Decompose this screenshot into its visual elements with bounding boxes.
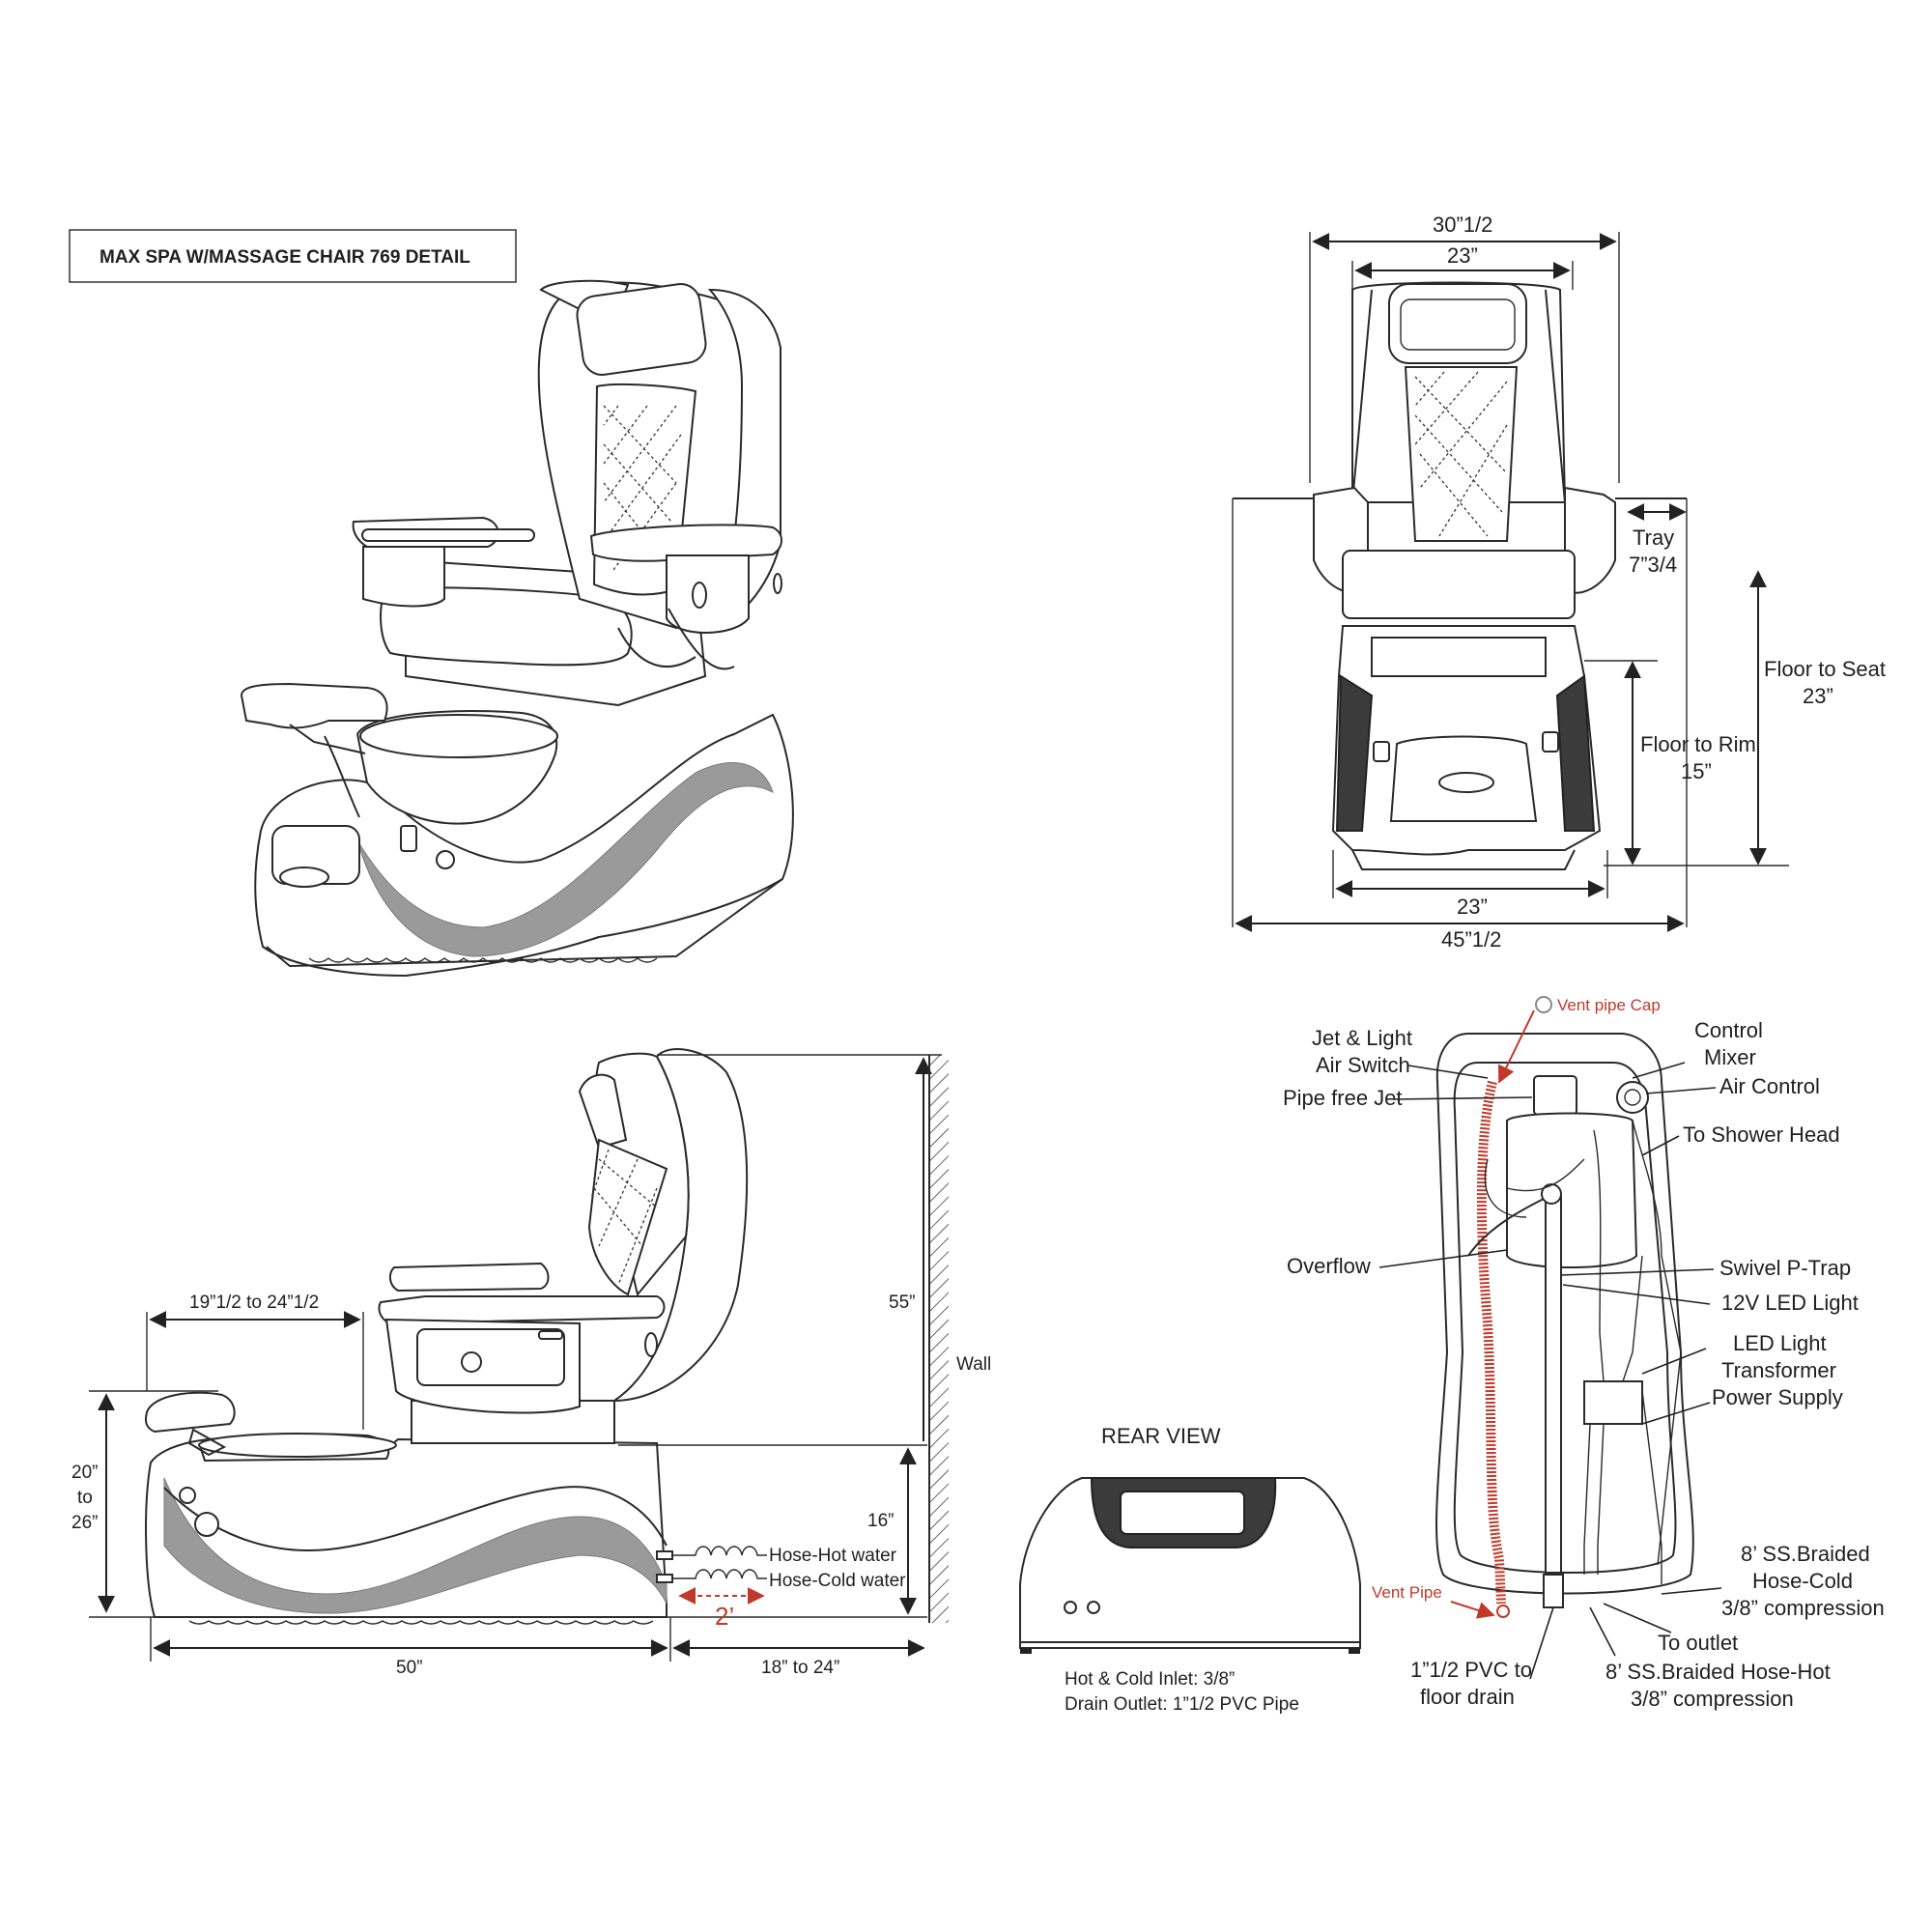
rear-drain-label: Drain Outlet: 1”1/2 PVC Pipe (1065, 1694, 1299, 1715)
to-shower-head-label: To Shower Head (1683, 1122, 1840, 1147)
floor-to-rim-label: Floor to Rim (1640, 732, 1756, 756)
base-width-label: 23” (1457, 895, 1488, 919)
rear-view-title: REAR VIEW (1101, 1424, 1221, 1448)
front-view: 30”1/2 23” Tray (1232, 213, 1886, 952)
vent-pipe-label: Vent Pipe (1372, 1583, 1442, 1602)
overall-width-label: 30”1/2 (1433, 213, 1492, 237)
rear-inlet-label: Hot & Cold Inlet: 3/8” (1065, 1669, 1235, 1690)
wall-hatch (929, 1055, 949, 1623)
footrest-range-label: 19”1/2 to 24”1/2 (189, 1293, 319, 1313)
vent-pipe-cap-label: Vent pipe Cap (1557, 996, 1661, 1014)
hose-clearance-label: 2’ (715, 1602, 734, 1631)
rear-view: REAR VIEW Hot & Cold Inlet: 3/8” Drain O… (1019, 1424, 1361, 1715)
base-height-label: 16” (867, 1511, 894, 1531)
length-label: 50” (396, 1658, 422, 1678)
hose-coils (656, 1546, 767, 1583)
plumbing-diagram: Vent pipe Cap Vent Pipe Jet & Ligh (1283, 996, 1885, 1711)
perspective-view (240, 279, 794, 978)
pipe-free-jet-label: Pipe free Jet (1283, 1086, 1403, 1110)
swivel-ptrap-label: Swivel P-Trap (1719, 1256, 1851, 1280)
hose-hot-label: Hose-Hot water (769, 1546, 897, 1566)
overflow-label: Overflow (1287, 1254, 1371, 1278)
back-width-label: 23” (1447, 243, 1478, 268)
title-box: MAX SPA W/MASSAGE CHAIR 769 DETAIL (69, 229, 517, 283)
tray-value: 7”3/4 (1629, 553, 1677, 577)
vent-pipe (1476, 1080, 1506, 1605)
led-light-12v-label: 12V LED Light (1721, 1291, 1859, 1315)
wall-clearance-label: 18” to 24” (761, 1658, 839, 1678)
air-control-label: Air Control (1719, 1074, 1820, 1098)
wall-label: Wall (956, 1354, 991, 1375)
floor-to-seat-label: Floor to Seat (1764, 657, 1886, 681)
total-width-label: 45”1/2 (1441, 927, 1501, 952)
to-outlet-label: To outlet (1658, 1631, 1738, 1655)
page-title: MAX SPA W/MASSAGE CHAIR 769 DETAIL (99, 247, 470, 268)
floor-to-seat-value: 23” (1803, 684, 1833, 708)
hose-cold-label: Hose-Cold water (769, 1571, 906, 1591)
tray-label: Tray (1633, 526, 1674, 550)
floor-to-rim-value: 15” (1681, 759, 1712, 783)
height-total-label: 55” (889, 1293, 915, 1313)
